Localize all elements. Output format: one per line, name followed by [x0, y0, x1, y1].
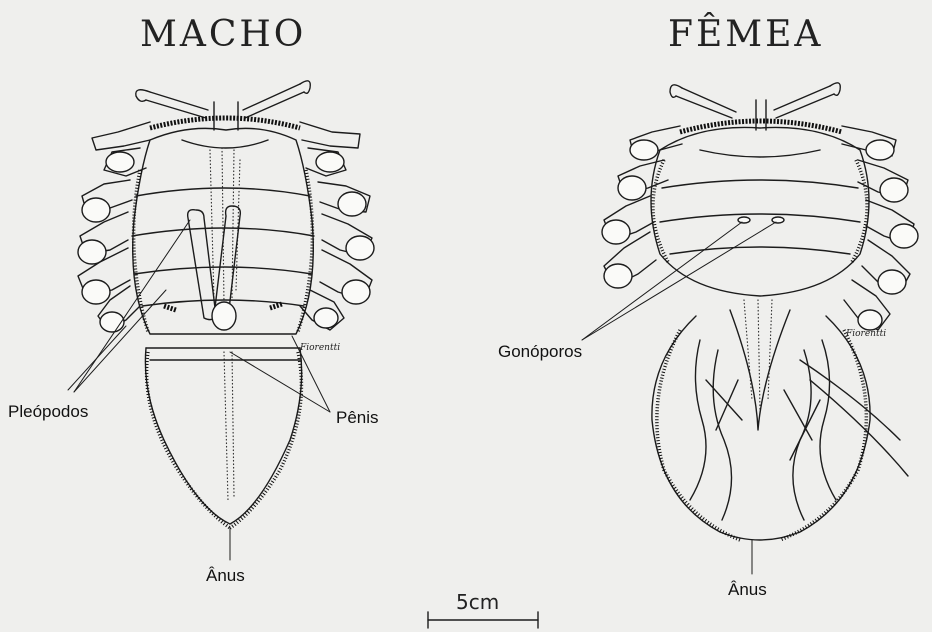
label-gonopores: Gonóporos: [498, 342, 582, 362]
label-male-anus: Ânus: [206, 566, 245, 586]
male-antennae: [136, 81, 311, 130]
female-antennae: [670, 83, 840, 130]
male-signature: Fiorentti: [299, 343, 340, 353]
label-penis: Pênis: [336, 408, 379, 428]
male-right-legs: [300, 122, 374, 330]
female-right-legs: [842, 126, 918, 330]
female-signature: Fiorentti: [845, 329, 886, 339]
female-left-legs: [602, 126, 682, 288]
male-specimen: Fiorentti: [78, 81, 374, 528]
label-female-anus: Ânus: [728, 580, 767, 600]
scale-bar: [428, 612, 538, 628]
label-pleopods: Pleópodos: [8, 402, 88, 422]
scale-label: 5cm: [456, 590, 499, 614]
male-left-legs: [78, 122, 150, 332]
female-specimen: Fiorentti: [602, 83, 918, 540]
